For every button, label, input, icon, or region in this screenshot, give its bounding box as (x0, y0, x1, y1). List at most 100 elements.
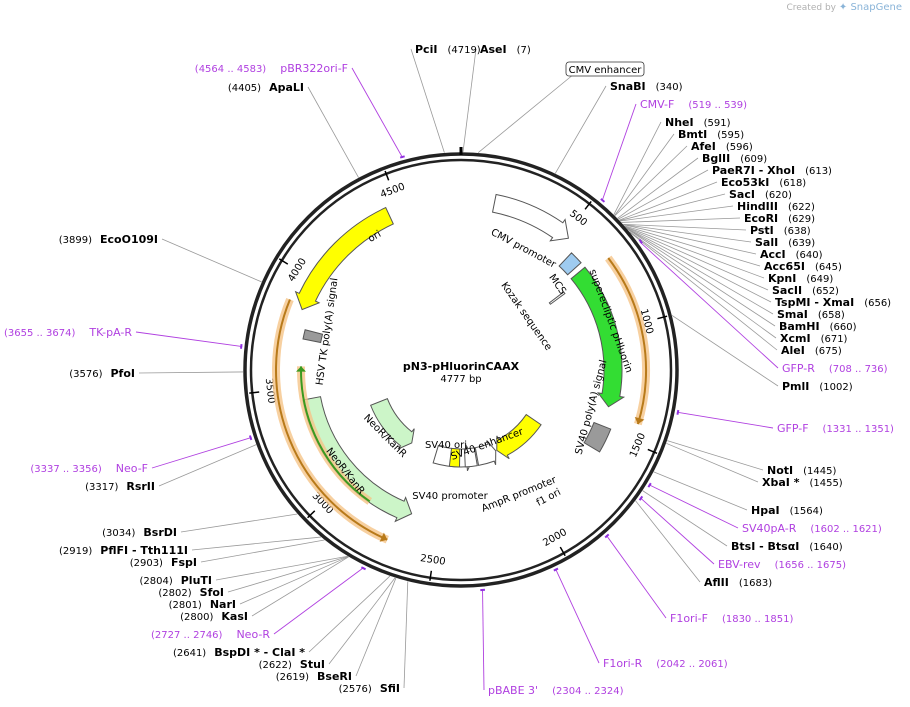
enzyme-name: AseI (480, 43, 507, 56)
primer-name: Neo-F (116, 462, 148, 475)
enzyme-site-asei: AseI(7) (480, 43, 531, 56)
enzyme-position: (2641) (173, 648, 206, 659)
enzyme-position: (638) (784, 226, 811, 237)
enzyme-leader-smai (626, 228, 774, 315)
enzyme-position: (2576) (339, 684, 372, 695)
enzyme-name: EcoRI (744, 212, 778, 225)
tick-mark-4500 (384, 170, 390, 181)
enzyme-position: (3576) (69, 369, 102, 380)
enzyme-name: ApaLI (269, 81, 304, 94)
enzyme-leader-bglii (617, 157, 699, 219)
primer-name: F1ori-F (670, 612, 708, 625)
enzyme-site-fspi: (2903)FspI (130, 556, 197, 569)
enzyme-site-stui: (2622)StuI (259, 658, 325, 671)
enzyme-leader-psti (623, 223, 747, 231)
tick-mark-1500 (647, 448, 658, 455)
primer-range: (4564 .. 4583) (195, 64, 267, 75)
enzyme-site-xcmi: XcmI(671) (780, 332, 848, 345)
feature-cmv-promoter-1 (491, 193, 569, 242)
feature-label-kozak: Kozak sequence (498, 280, 553, 352)
enzyme-name: AleI (781, 344, 805, 357)
enzyme-site-acc65i: Acc65I(645) (764, 260, 842, 273)
enzyme-site-btsi-bts-i: BtsI - BtsαI(1640) (731, 540, 843, 553)
enzyme-leader-ecoo109i (161, 238, 262, 283)
enzyme-name: HindIII (737, 200, 778, 213)
primer-leader-pbr322ori-f (351, 67, 404, 159)
enzyme-name: PflFI - Tth111I (100, 544, 188, 557)
enzyme-leader-pcii (410, 48, 445, 153)
feature-mcs-2 (558, 252, 582, 276)
tick-mark-2500 (429, 570, 433, 581)
enzyme-leader-bspdi-clai (308, 575, 391, 653)
cmv-enhancer-box (565, 61, 645, 77)
primer-range: (2727 .. 2746) (151, 630, 223, 641)
primer-range: (2042 .. 2061) (656, 659, 728, 670)
enzyme-position: (1445) (803, 466, 836, 477)
enzyme-name: SacI (729, 188, 755, 201)
feature-f1-ori-6 (496, 413, 542, 460)
enzyme-position: (652) (812, 286, 839, 297)
enzyme-position: (4719) (447, 45, 480, 56)
primer-site-f1ori-r (553, 567, 559, 572)
primer-label-f1ori-r: F1ori-R(2042 .. 2061) (603, 657, 728, 670)
enzyme-name: BglII (702, 152, 730, 165)
enzyme-position: (3899) (59, 235, 92, 246)
primer-leader-tk-pa-r (135, 331, 243, 347)
enzyme-position: (4405) (228, 83, 261, 94)
tick-label-4500: 4500 (379, 181, 407, 200)
tick-label-2000: 2000 (541, 527, 569, 549)
enzyme-position: (1640) (809, 542, 842, 553)
primer-label-pbabe-3: pBABE 3'(2304 .. 2324) (488, 684, 624, 697)
primer-label-f1ori-f: F1ori-F(1830 .. 1851) (670, 612, 793, 625)
enzyme-name: EcoO109I (100, 233, 158, 246)
enzyme-name: NotI (767, 464, 793, 477)
tick-label-1500: 1500 (628, 431, 648, 459)
enzyme-leader-alei (629, 232, 778, 351)
primer-label-pbr322ori-f: (4564 .. 4583)pBR322ori-F (195, 62, 348, 75)
enzyme-leader-sacii (625, 227, 769, 291)
enzyme-position: (2804) (139, 576, 172, 587)
primer-leader-neo-r (273, 567, 365, 635)
enzyme-leader-xbai (666, 442, 759, 483)
primer-name: GFP-R (782, 362, 815, 375)
feature-neor-kanr-11 (369, 398, 415, 450)
tick-mark-3500 (249, 391, 260, 394)
enzyme-leader-pfoi (138, 371, 244, 374)
primer-site-ebv-rev (638, 495, 644, 501)
enzyme-leader-sfoi (227, 556, 349, 593)
enzyme-position: (3034) (102, 528, 135, 539)
primer-label-neo-f: (3337 .. 3356)Neo-F (30, 462, 148, 475)
enzyme-name: BmtI (678, 128, 707, 141)
enzyme-site-eco53ki: Eco53kI(618) (721, 176, 806, 189)
enzyme-site-smai: SmaI(658) (777, 308, 845, 321)
tick-label-4000: 4000 (286, 256, 309, 283)
enzyme-name: XbaI * (762, 476, 800, 489)
enzyme-leader-hpai (653, 471, 748, 511)
feature-sv40-poly-a-signal-5 (583, 421, 612, 453)
feature-hsv-tk-poly-a-signal-13 (302, 329, 324, 344)
enzyme-name: Eco53kI (721, 176, 769, 189)
enzyme-name: XcmI (780, 332, 811, 345)
orf-arrow-line-2 (300, 366, 371, 503)
enzyme-name: KpnI (768, 272, 796, 285)
enzyme-leader-bsrdi (180, 513, 298, 533)
orf-arrow-head-1 (379, 532, 388, 542)
enzyme-position: (649) (806, 274, 833, 285)
enzyme-site-hpai: HpaI(1564) (751, 504, 823, 517)
primer-leader-f1ori-f (605, 534, 667, 619)
primer-label-gfp-r: GFP-R(708 .. 736) (782, 362, 888, 375)
feature-ori-0 (294, 206, 394, 311)
enzyme-position: (2800) (180, 612, 213, 623)
enzyme-leader-hindiii (620, 205, 734, 222)
enzyme-position: (595) (717, 130, 744, 141)
enzyme-name: SfiI (380, 682, 400, 695)
enzyme-position: (640) (796, 250, 823, 261)
primer-name: SV40pA-R (742, 522, 797, 535)
enzyme-leader-pmli (671, 315, 779, 387)
enzyme-site-acci: AccI(640) (760, 248, 823, 261)
feature-sv40-enhancer-10 (463, 447, 478, 468)
enzyme-site-xbai: XbaI *(1455) (762, 476, 843, 489)
enzyme-leader-sfii (403, 581, 409, 689)
enzyme-name: SnaBI (610, 80, 646, 93)
